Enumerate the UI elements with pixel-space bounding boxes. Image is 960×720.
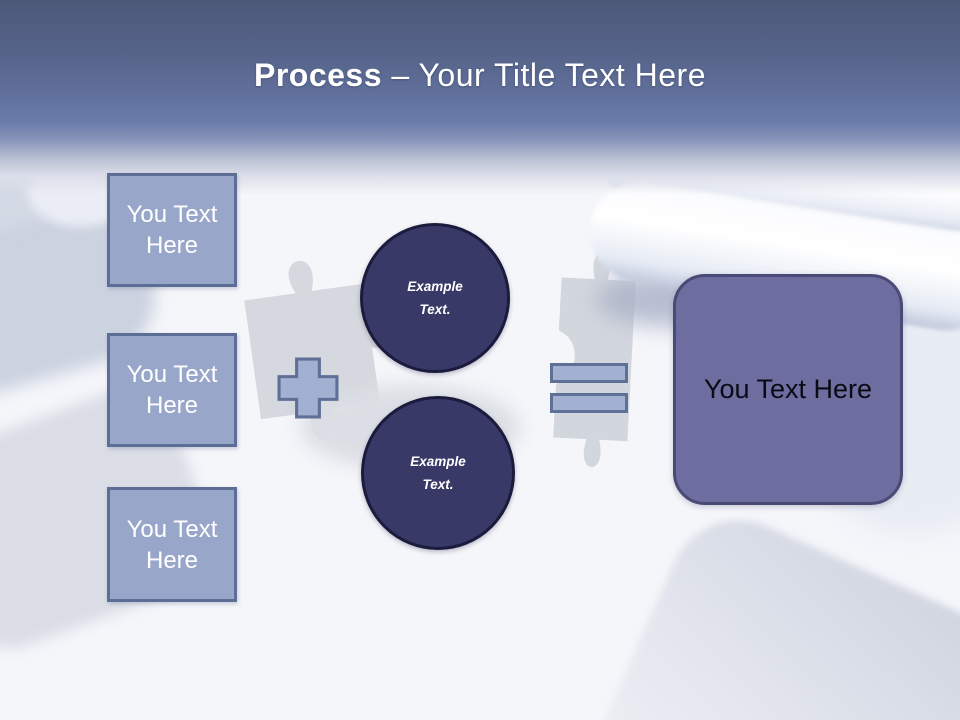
slide-title[interactable]: Process – Your Title Text Here xyxy=(0,53,960,97)
plus-icon xyxy=(277,357,339,419)
input-box-1-label: You Text Here xyxy=(126,201,218,259)
equals-icon xyxy=(550,393,628,413)
equals-icon xyxy=(550,363,628,383)
input-box-2-label: You Text Here xyxy=(126,361,218,419)
example-circle-1-label: Example Text. xyxy=(407,279,463,317)
title-placeholder-text: – Your Title Text Here xyxy=(391,57,706,93)
input-box-2[interactable]: You Text Here xyxy=(107,333,237,447)
result-box-label: You Text Here xyxy=(703,374,873,404)
header-gradient-band xyxy=(0,0,960,195)
result-box[interactable]: You Text Here xyxy=(673,274,903,505)
example-circle-1[interactable]: Example Text. xyxy=(360,223,510,373)
title-keyword: Process xyxy=(253,57,383,93)
input-box-3[interactable]: You Text Here xyxy=(107,487,237,602)
input-box-1[interactable]: You Text Here xyxy=(107,173,237,287)
example-circle-2[interactable]: Example Text. xyxy=(361,396,515,550)
example-circle-2-label: Example Text. xyxy=(410,454,466,492)
input-box-3-label: You Text Here xyxy=(126,515,218,574)
